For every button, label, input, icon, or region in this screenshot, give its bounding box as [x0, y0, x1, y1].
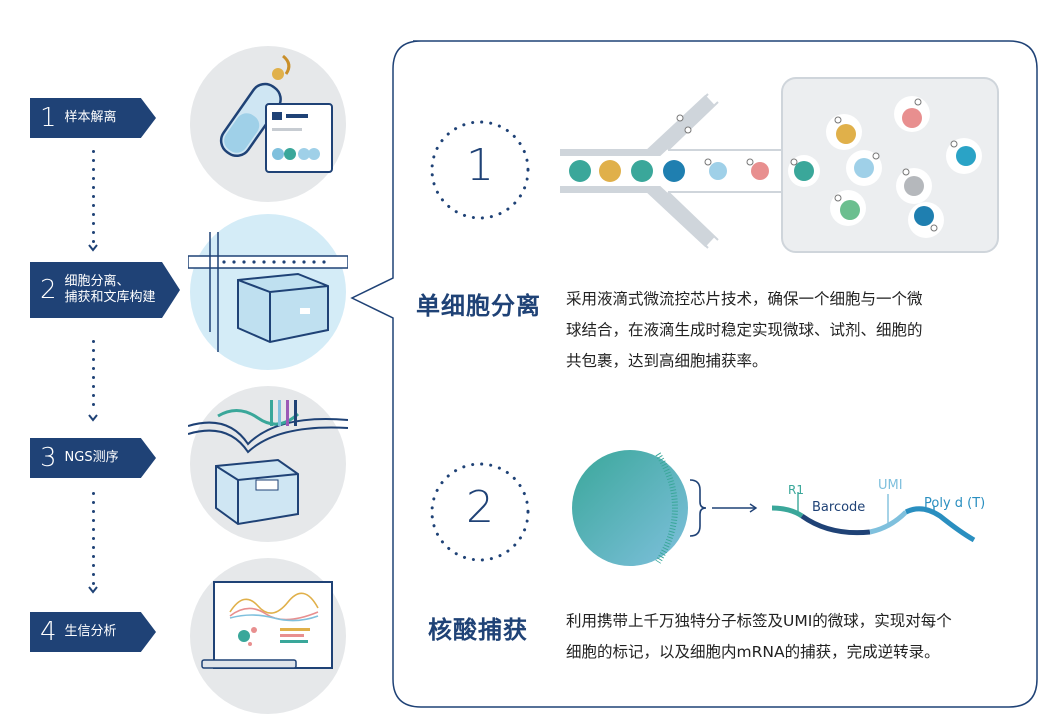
step-number-ring: [430, 120, 530, 220]
step-3-label: NGS测序: [64, 450, 119, 465]
analysis-computer-illustration: [190, 558, 346, 714]
section-1-number: 1: [466, 140, 494, 191]
step-4-banner: 4 生信分析: [30, 612, 156, 652]
step-number-ring: [430, 462, 530, 562]
connector-3-4: [92, 492, 96, 591]
step-1-banner: 1 样本解离: [30, 98, 156, 138]
section-1-description: 采用液滴式微流控芯片技术，确保一个细胞与一个微 球结合，在液滴生成时稳定实现微球…: [566, 290, 923, 370]
connector-2-3: [92, 340, 96, 412]
step-3-banner: 3 NGS测序: [30, 438, 156, 478]
step-2-banner: 2 细胞分离、捕获和文库构建: [30, 262, 180, 318]
detail-panel-frame: [350, 40, 1038, 708]
polyd-label: Poly d (T): [924, 496, 986, 511]
chevron-down-icon: [88, 414, 98, 422]
step-2-label: 细胞分离、捕获和文库构建: [64, 274, 156, 305]
connector-1-2: [92, 150, 96, 249]
r1-label: R1: [788, 483, 804, 497]
step-3-number: 3: [40, 443, 57, 473]
step-1-label: 样本解离: [64, 110, 117, 125]
step-4-number: 4: [40, 617, 57, 647]
microfluidic-chip-illustration: [188, 214, 348, 370]
section-2-number: 2: [466, 482, 494, 533]
section-2-description: 利用携带上千万独特分子标签及UMI的微球，实现对每个 细胞的标记，以及细胞内mR…: [566, 612, 952, 661]
section-2-title: 核酸捕获: [428, 616, 528, 644]
step-4-label: 生信分析: [64, 624, 117, 639]
chevron-down-icon: [88, 244, 98, 252]
barcode-label: Barcode: [812, 500, 866, 515]
barcoded-bead-illustration: [572, 450, 976, 566]
droplet-microfluidics-illustration: [560, 77, 999, 253]
sequencer-illustration: [188, 386, 348, 542]
section-1-title: 单细胞分离: [416, 292, 541, 320]
step-1-number: 1: [40, 103, 57, 133]
umi-label: UMI: [878, 478, 903, 493]
sample-tube-illustration: [190, 46, 346, 202]
chevron-down-icon: [88, 586, 98, 594]
step-2-number: 2: [40, 275, 57, 305]
